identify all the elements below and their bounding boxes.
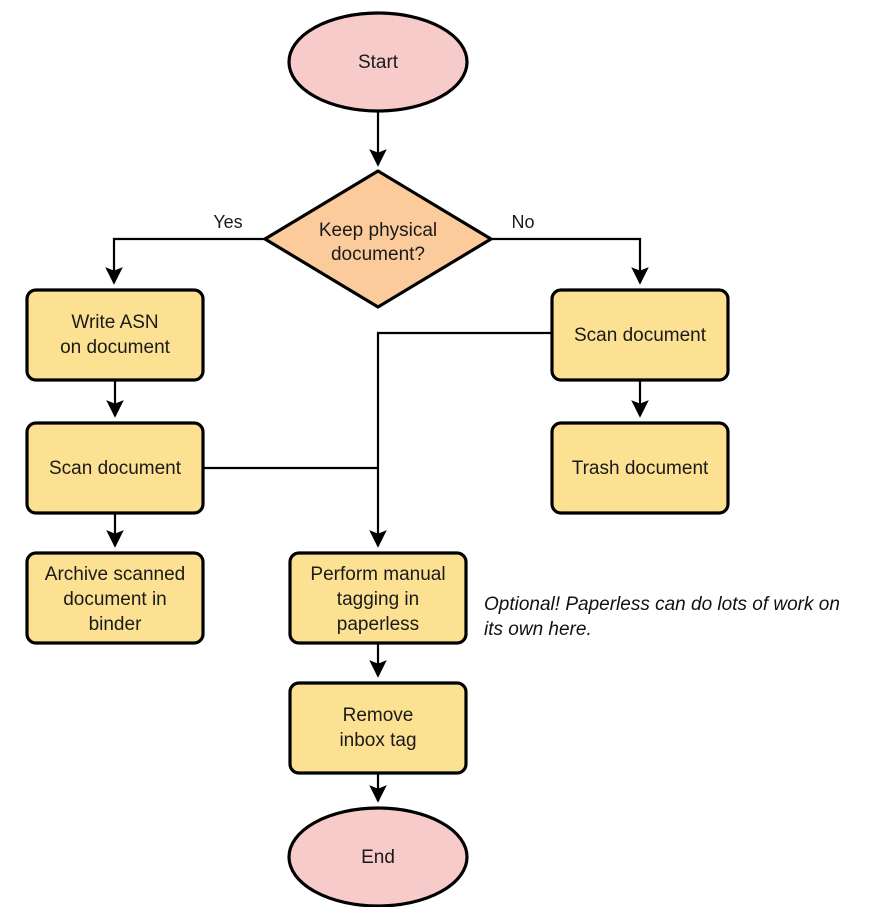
decision-diamond[interactable] xyxy=(263,169,493,309)
node-trash-document[interactable]: Trash document xyxy=(550,421,730,515)
end-label: End xyxy=(361,847,395,868)
node-scan-document-right[interactable]: Scan document xyxy=(550,288,730,382)
edge-label-no: No xyxy=(511,212,534,232)
start-ellipse[interactable] xyxy=(287,11,469,113)
edge-scan-document-right-to-tagging xyxy=(369,331,552,548)
trash-document-box[interactable] xyxy=(550,421,730,515)
scan-document-right-label: Scan document xyxy=(574,325,707,346)
edge-label-yes: Yes xyxy=(213,212,242,232)
start-label: Start xyxy=(358,52,399,73)
archive-scanned-label-line-3: binder xyxy=(89,614,142,635)
node-decision-keep-physical[interactable]: Keep physical document? xyxy=(263,169,493,309)
remove-inbox-tag-label-line-2: inbox tag xyxy=(339,730,416,751)
perform-manual-tagging-box[interactable] xyxy=(288,551,468,645)
annotation-line-2: its own here. xyxy=(484,619,592,640)
node-perform-manual-tagging[interactable]: Perform manual tagging in paperless xyxy=(288,551,468,645)
scan-document-left-label: Scan document xyxy=(49,458,182,479)
perform-manual-tagging-label-line-1: Perform manual xyxy=(310,564,445,585)
edge-decision-no-to-scan-document-right xyxy=(491,237,649,285)
write-asn-label-line-1: Write ASN xyxy=(71,312,158,333)
perform-manual-tagging-label-line-3: paperless xyxy=(337,614,419,635)
archive-scanned-box[interactable] xyxy=(25,551,205,645)
write-asn-label-line-2: on document xyxy=(60,337,171,358)
archive-scanned-label-line-1: Archive scanned xyxy=(45,564,185,585)
decision-label-line-2: document? xyxy=(331,244,425,265)
node-start[interactable]: Start xyxy=(287,11,469,113)
trash-document-label: Trash document xyxy=(572,458,709,479)
node-scan-document-left[interactable]: Scan document xyxy=(25,421,205,515)
remove-inbox-tag-label-line-1: Remove xyxy=(343,705,414,726)
annotation-optional-note: Optional! Paperless can do lots of work … xyxy=(484,594,840,640)
archive-scanned-label-line-2: document in xyxy=(63,589,167,610)
node-remove-inbox-tag[interactable]: Remove inbox tag xyxy=(288,681,468,775)
write-asn-box[interactable] xyxy=(25,288,205,382)
scan-document-left-box[interactable] xyxy=(25,421,205,515)
end-ellipse[interactable] xyxy=(287,806,469,907)
annotation-line-1: Optional! Paperless can do lots of work … xyxy=(484,594,840,615)
node-end[interactable]: End xyxy=(287,806,469,907)
node-archive-scanned[interactable]: Archive scanned document in binder xyxy=(25,551,205,645)
remove-inbox-tag-box[interactable] xyxy=(288,681,468,775)
decision-label-line-1: Keep physical xyxy=(319,220,437,241)
edges-layer xyxy=(105,111,649,803)
perform-manual-tagging-label-line-2: tagging in xyxy=(337,589,419,610)
scan-document-right-box[interactable] xyxy=(550,288,730,382)
edge-labels-layer: Yes No xyxy=(213,212,534,232)
edge-decision-yes-to-write-asn xyxy=(105,237,265,285)
node-write-asn[interactable]: Write ASN on document xyxy=(25,288,205,382)
